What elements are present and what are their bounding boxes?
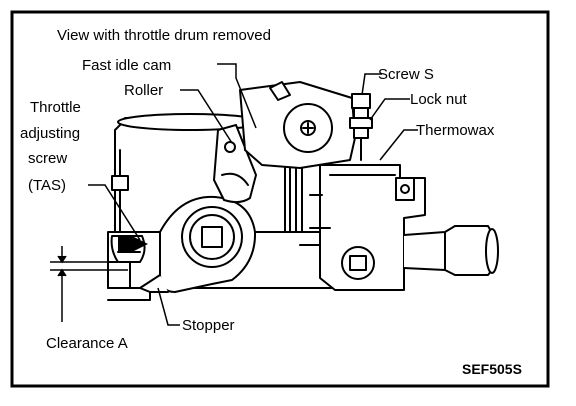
clearance-dimension <box>50 246 128 322</box>
tas-screw <box>118 236 148 252</box>
leader-tas <box>88 184 141 241</box>
leader-thermowax <box>379 129 418 161</box>
label-stopper: Stopper <box>182 317 235 334</box>
leader-screw-s <box>361 73 382 96</box>
leader-stopper <box>157 287 180 326</box>
label-throttle-3: screw <box>28 150 67 167</box>
label-tas: (TAS) <box>28 177 66 194</box>
throttle-body-drawing <box>107 81 499 301</box>
leader-lines <box>88 63 418 326</box>
label-thermowax: Thermowax <box>416 122 495 139</box>
label-throttle-2: adjusting <box>20 125 80 142</box>
label-clearance: Clearance A <box>46 335 128 352</box>
diagram-caption: View with throttle drum removed <box>57 27 271 44</box>
label-throttle-1: Throttle <box>30 99 81 116</box>
label-fast-idle-cam: Fast idle cam <box>82 57 171 74</box>
figure-code: SEF505S <box>462 361 522 377</box>
leader-lock-nut <box>369 98 410 121</box>
label-screw-s: Screw S <box>378 66 434 83</box>
leader-roller <box>180 89 233 144</box>
label-roller: Roller <box>124 82 163 99</box>
label-lock-nut: Lock nut <box>410 91 468 108</box>
leader-fast-idle-cam <box>217 63 257 129</box>
